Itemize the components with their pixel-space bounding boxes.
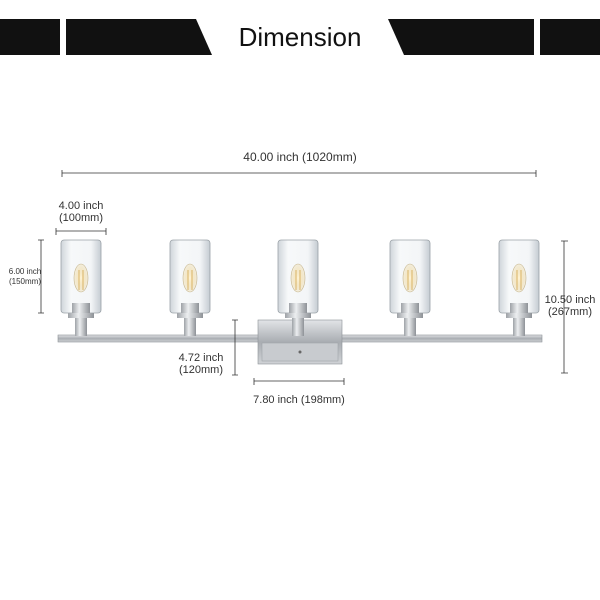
backplate-height-line [232,319,238,376]
backplate-height-mm: (120mm) [178,364,223,376]
overall-width-label: 40.00 inch (1020mm) [243,150,357,164]
backplate-width-label: 7.80 inch (198mm) [253,394,345,406]
dimension-lines [38,170,568,385]
shade-height-label: 6.00 inch (150mm) [2,267,48,287]
shade-width-label: 4.00 inch (100mm) [46,200,116,224]
backplate [257,319,343,365]
shade-height-mm: (150mm) [8,277,41,286]
backplate-width-line [253,378,345,385]
lamp-1 [60,239,102,336]
shade-height-line [38,239,44,314]
lamp-3 [277,239,319,336]
lamp-4 [389,239,431,336]
shade-width-inch: 4.00 inch [58,200,104,212]
backplate-height-label: 4.72 inch (120mm) [170,352,232,376]
overall-height-mm: (267mm) [547,306,592,318]
lamp-5 [498,239,540,336]
overall-width-line [61,170,537,177]
banner-bar-right [388,19,534,55]
shade-width-mm: (100mm) [58,212,103,224]
shade-height-inch: 6.00 inch [8,267,42,276]
banner-title: Dimension [238,22,362,52]
header-banner [0,19,600,55]
banner-bar-left-outer [0,19,60,55]
backplate-height-inch: 4.72 inch [178,352,224,364]
overall-height-inch: 10.50 inch [544,294,596,306]
lamp-2 [169,239,211,336]
banner-bar-left [66,19,212,55]
overall-height-label: 10.50 inch (267mm) [540,294,600,318]
shade-width-line [55,228,107,235]
overall-height-line [561,240,568,374]
banner-bar-right-outer [540,19,600,55]
